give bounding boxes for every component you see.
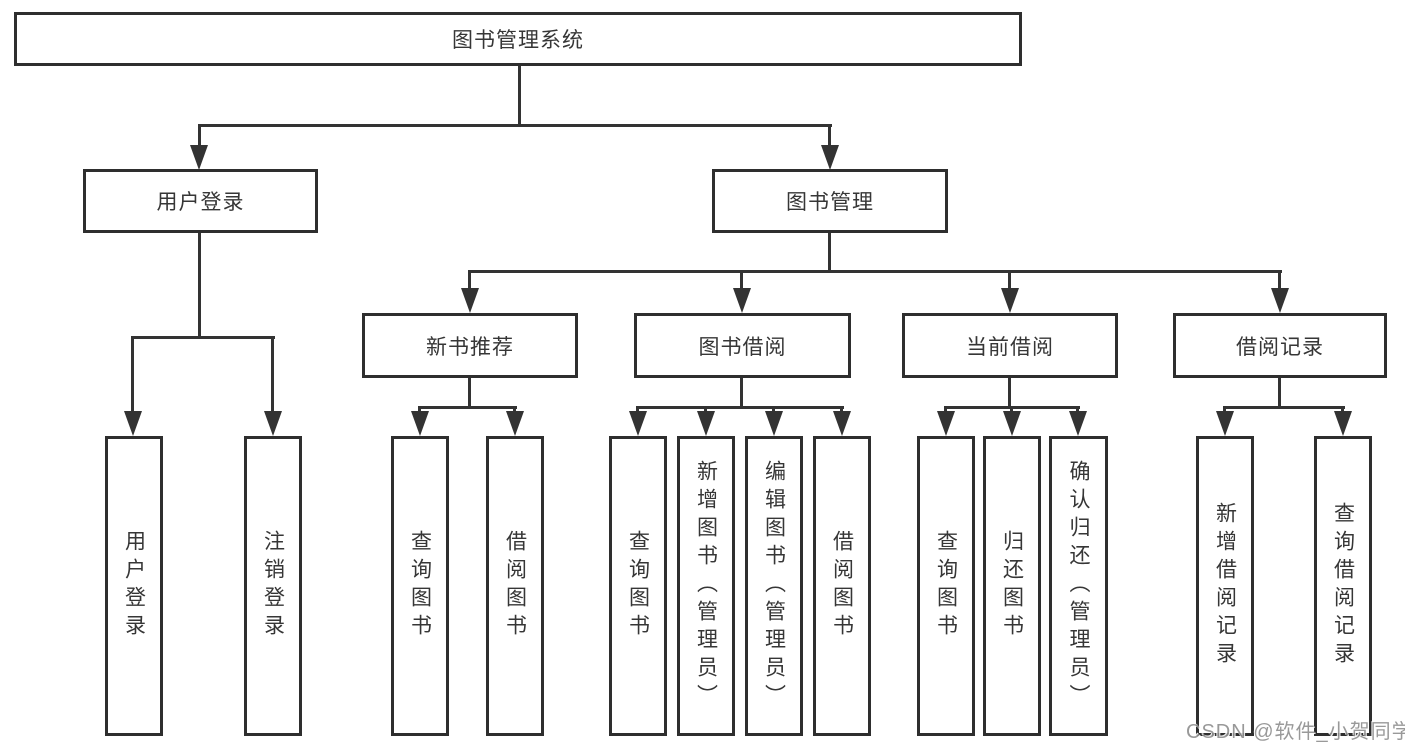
arrow-stem-line [198,124,201,150]
node-book-borrowing-label: 图书借阅 [698,335,787,359]
leaf-label: 查询图书 [934,530,958,642]
node-user-login: 用户登录 [83,169,318,233]
leaf-label: 确认归还（管理员） [1067,460,1090,712]
book-management-stem-line [828,233,831,273]
leaf-label: 查询借阅记录 [1331,502,1355,670]
arrow-stem-line [740,270,743,292]
node-borrowing-records-label: 借阅记录 [1236,335,1324,359]
node-book-management: 图书管理 [712,169,948,233]
arrow-stem-line [828,124,831,150]
arrow-stem-line [1278,270,1281,292]
node-book-borrowing: 图书借阅 [634,313,851,378]
leaf-label: 用户登录 [122,530,146,642]
node-borrow-books-borrow: 借阅图书 [813,436,871,736]
level3-branch-line [468,270,1282,273]
node-user-login-action: 用户登录 [105,436,163,736]
csdn-watermark: CSDN @软件_小贺同学 [1186,721,1405,743]
arrow-down-icon [1271,288,1289,313]
arrow-down-icon [124,411,142,436]
arrow-down-icon [697,411,715,436]
node-logout-action: 注销登录 [244,436,302,736]
arrow-stem-line [468,270,471,292]
arrow-stem-line [131,336,134,416]
leaf-label: 新增借阅记录 [1213,502,1237,670]
arrow-down-icon [1216,411,1234,436]
current-stem-line [1008,378,1011,409]
leaf-label: 查询图书 [408,530,432,642]
node-root: 图书管理系统 [14,12,1022,66]
recommend-branch-line [418,406,517,409]
node-root-label: 图书管理系统 [452,29,584,52]
node-add-books-admin: 新增图书（管理员） [677,436,735,736]
arrow-down-icon [765,411,783,436]
arrow-down-icon [264,411,282,436]
leaf-label: 借阅图书 [830,530,854,642]
arrow-down-icon [1334,411,1352,436]
node-add-borrow-record: 新增借阅记录 [1196,436,1254,736]
records-stem-line [1278,378,1281,409]
arrow-down-icon [1003,411,1021,436]
node-query-books-current: 查询图书 [917,436,975,736]
root-stem-line [518,66,521,126]
arrow-down-icon [190,145,208,170]
node-query-books-recommend: 查询图书 [391,436,449,736]
recommend-stem-line [468,378,471,409]
node-book-management-label: 图书管理 [786,191,874,214]
user-login-stem-line [198,233,201,339]
node-new-book-recommend: 新书推荐 [362,313,578,378]
arrow-down-icon [937,411,955,436]
arrow-down-icon [411,411,429,436]
level2-branch-line [198,124,832,127]
node-new-book-recommend-label: 新书推荐 [426,335,514,359]
leaf-label: 归还图书 [1000,530,1024,642]
node-borrow-books-recommend: 借阅图书 [486,436,544,736]
arrow-stem-line [271,336,274,416]
node-user-login-label: 用户登录 [156,191,245,214]
leaf-label: 查询图书 [626,530,650,642]
leaf-label: 新增图书（管理员） [694,460,718,712]
node-confirm-return-admin: 确认归还（管理员） [1049,436,1108,736]
node-query-borrow-record: 查询借阅记录 [1314,436,1372,736]
leaf-label: 编辑图书（管理员） [762,460,786,712]
arrow-down-icon [1001,288,1019,313]
node-borrowing-records: 借阅记录 [1173,313,1387,378]
arrow-down-icon [833,411,851,436]
arrow-down-icon [733,288,751,313]
arrow-down-icon [461,288,479,313]
node-edit-books-admin: 编辑图书（管理员） [745,436,803,736]
arrow-down-icon [1069,411,1087,436]
records-branch-line [1223,406,1345,409]
borrowing-stem-line [740,378,743,409]
node-query-books-borrow: 查询图书 [609,436,667,736]
leaf-label: 注销登录 [261,530,285,642]
leaf-label: 借阅图书 [503,530,527,642]
node-current-borrowing-label: 当前借阅 [966,335,1054,359]
arrow-down-icon [506,411,524,436]
borrowing-branch-line [636,406,844,409]
node-current-borrowing: 当前借阅 [902,313,1118,378]
user-login-branch-line [132,336,275,339]
node-return-books: 归还图书 [983,436,1041,736]
arrow-stem-line [1008,270,1011,292]
arrow-down-icon [629,411,647,436]
arrow-down-icon [821,145,839,170]
